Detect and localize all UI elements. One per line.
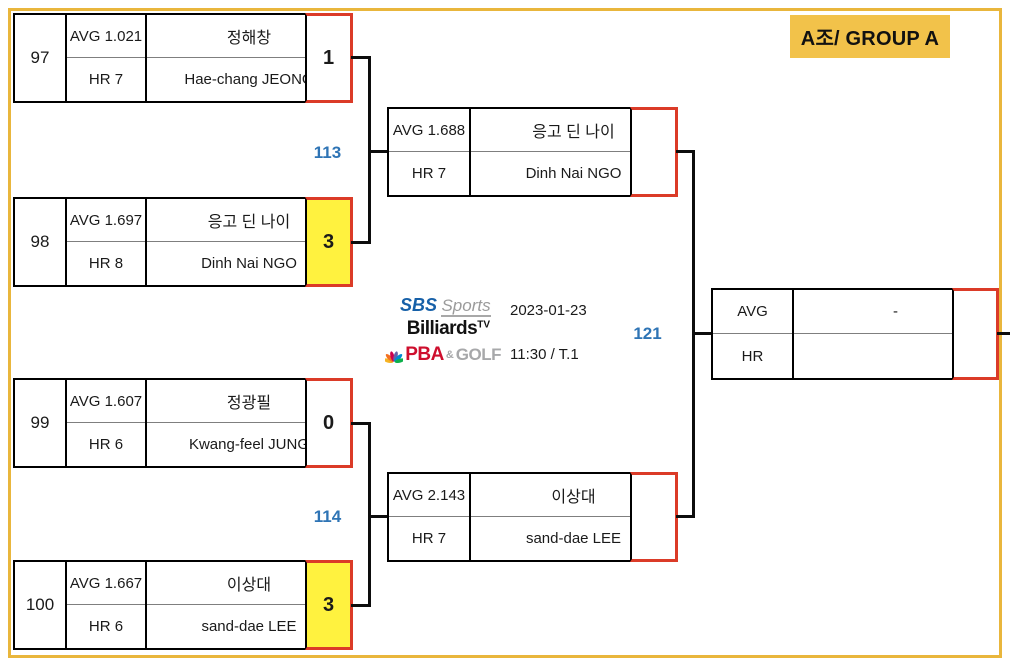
player-avg: AVG 2.143	[389, 474, 469, 517]
match-time-table: 11:30 / T.1	[510, 346, 579, 363]
seed-number: 99	[15, 380, 67, 466]
sbs-logo-text: SBS	[400, 295, 438, 315]
score-box: 1	[305, 13, 353, 103]
pba-logo-text: PBA	[405, 344, 444, 365]
bracket-line	[692, 332, 711, 335]
golf-logo-text: GOLF	[455, 345, 502, 364]
player-name-en: Dinh Nai NGO	[201, 255, 297, 272]
player-name-en: Kwang-feel JUNG	[188, 436, 310, 453]
hr-label: HR	[741, 347, 764, 365]
bracket-line	[676, 515, 695, 518]
player-box-97: 97 AVG 1.021 HR 7 정해창 Hae-chang JEONG 1	[13, 13, 353, 103]
player-name-kr: 응고 딘 나이	[147, 199, 351, 242]
player-hr: HR 7	[88, 71, 124, 88]
bracket-line	[368, 515, 387, 518]
billiards-tv-sup: TV	[477, 319, 490, 331]
bracket-line	[676, 150, 695, 153]
group-badge-label: A조/ GROUP A	[800, 28, 940, 50]
bracket-line	[351, 422, 371, 425]
player-name-en: Hae-chang JEONG	[184, 71, 314, 88]
player-hr: HR 8	[88, 255, 124, 272]
player-box-100: 100 AVG 1.667 HR 6 이상대 sand-dae LEE 3	[13, 560, 353, 650]
bracket-line	[351, 56, 371, 59]
score-box-winner: 3	[305, 560, 353, 650]
player-name-en: Dinh Nai NGO	[525, 165, 622, 182]
score-box-empty	[630, 107, 678, 197]
seed-number: 98	[15, 199, 67, 285]
player-avg: AVG 1.667	[67, 562, 145, 605]
seed-number: 100	[15, 562, 67, 648]
player-name-kr: 정광필	[147, 380, 351, 423]
sbs-sports-logo: SBS Sports	[400, 295, 491, 317]
score-box-empty	[952, 288, 999, 380]
semifinal-box-top: AVG 1.688 HR 7 응고 딘 나이 Dinh Nai NGO	[387, 107, 678, 197]
player-name-kr: 이상대	[147, 562, 351, 605]
player-name-kr: 정해창	[147, 15, 351, 58]
bracket-line	[351, 604, 371, 607]
bracket-line	[368, 150, 387, 153]
match-number-113: 113	[313, 143, 342, 162]
score-box-empty	[630, 472, 678, 562]
sbs-sports-text: Sports	[441, 296, 491, 317]
player-avg: AVG 1.688	[389, 109, 469, 152]
peacock-icon	[385, 350, 404, 363]
billiards-tv-logo: BilliardsTV	[400, 318, 490, 340]
player-hr: HR 7	[411, 165, 447, 182]
player-avg: AVG 1.697	[67, 199, 145, 242]
seed-number: 97	[15, 15, 67, 101]
player-name-kr: 이상대	[471, 474, 676, 517]
player-box-98: 98 AVG 1.697 HR 8 응고 딘 나이 Dinh Nai NGO 3	[13, 197, 353, 287]
billiards-logo-text: Billiards	[406, 318, 478, 339]
player-name-en: sand-dae LEE	[525, 530, 622, 547]
bracket-exit-line	[997, 332, 1010, 335]
avg-value: -	[794, 290, 997, 334]
player-name-kr: 응고 딘 나이	[471, 109, 676, 152]
score-box-winner: 3	[305, 197, 353, 287]
bracket-line	[368, 422, 371, 607]
final-box: AVG HR -	[711, 288, 999, 380]
player-avg: AVG 1.607	[67, 380, 145, 423]
player-hr: HR 6	[88, 618, 124, 635]
match-date: 2023-01-23	[510, 302, 587, 319]
score-box: 0	[305, 378, 353, 468]
player-hr: HR 7	[411, 530, 447, 547]
match-number-121: 121	[633, 324, 662, 343]
player-hr: HR 6	[88, 436, 124, 453]
pba-golf-logo: PBA & GOLF	[385, 344, 502, 366]
player-name-en: sand-dae LEE	[201, 618, 297, 635]
group-badge: A조/ GROUP A	[790, 15, 950, 58]
semifinal-box-bottom: AVG 2.143 HR 7 이상대 sand-dae LEE	[387, 472, 678, 562]
avg-label: AVG	[713, 290, 792, 334]
bracket-line	[351, 241, 371, 244]
match-number-114: 114	[313, 507, 342, 526]
player-box-99: 99 AVG 1.607 HR 6 정광필 Kwang-feel JUNG 0	[13, 378, 353, 468]
pba-ampersand: &	[445, 349, 454, 361]
player-avg: AVG 1.021	[67, 15, 145, 58]
